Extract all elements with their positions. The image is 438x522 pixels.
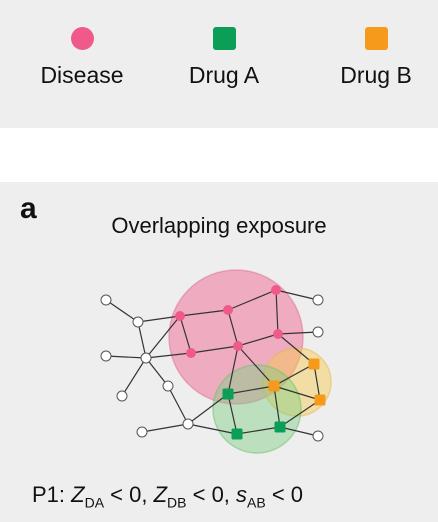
- network-node: [132, 316, 144, 328]
- network-edge: [227, 385, 275, 395]
- network-edge: [105, 355, 147, 359]
- network-node: [100, 294, 112, 306]
- network-edge: [179, 309, 229, 317]
- network-edge: [179, 315, 192, 354]
- disease-node: [175, 311, 185, 321]
- disease-node: [273, 329, 283, 339]
- network-edge: [275, 289, 319, 301]
- disease-node: [186, 348, 196, 358]
- network-node: [136, 426, 148, 438]
- panel-title: Overlapping exposure: [111, 213, 327, 238]
- network-node: [100, 350, 112, 362]
- network-node: [116, 390, 128, 402]
- network-edge: [277, 333, 315, 365]
- drug-a-node: [231, 428, 243, 440]
- drug-b-node: [314, 394, 326, 406]
- network-node: [162, 380, 174, 392]
- z-db-subscript: DB: [167, 494, 187, 511]
- condition-formula: P1: ZDA < 0, ZDB < 0, sAB < 0: [32, 482, 303, 510]
- drug-a-node: [274, 421, 286, 433]
- legend-panel: Disease Drug A Drug B: [0, 0, 438, 128]
- drug-a-node: [222, 388, 234, 400]
- network-edge: [145, 357, 169, 387]
- condition-prefix: P1:: [32, 482, 72, 507]
- panel-a: a Overlapping exposure P1: ZDA < 0, ZDB …: [0, 182, 438, 522]
- network-node: [140, 352, 152, 364]
- network-edge: [273, 385, 281, 428]
- network-node: [312, 430, 324, 442]
- network-edge: [273, 363, 315, 387]
- disease-node: [223, 305, 233, 315]
- z-da-relation: < 0,: [104, 482, 154, 507]
- network-edge: [236, 426, 281, 435]
- drug-a-marker-icon: [212, 27, 236, 50]
- network-edge: [237, 333, 279, 347]
- network-diagram: [100, 269, 332, 454]
- network-edge: [227, 289, 277, 311]
- network-edge: [277, 331, 319, 335]
- network-edge: [190, 345, 239, 354]
- z-da-symbol: Z: [71, 482, 85, 507]
- network-edge: [167, 385, 189, 425]
- drug-b-node: [308, 358, 320, 370]
- legend-item-drug-a: Drug A: [164, 27, 284, 89]
- network-edge: [137, 321, 147, 359]
- network-edge: [187, 423, 238, 435]
- disease-node: [271, 285, 281, 295]
- network-edge: [237, 345, 275, 387]
- z-db-relation: < 0,: [186, 482, 237, 507]
- legend-item-drug-b: Drug B: [316, 27, 436, 89]
- disease-marker-icon: [70, 27, 94, 50]
- z-da-subscript: DA: [84, 494, 105, 511]
- legend-label-disease: Disease: [40, 62, 124, 88]
- disease-node: [233, 341, 243, 351]
- legend-item-disease: Disease: [22, 27, 142, 89]
- panel-letter: a: [20, 192, 37, 225]
- network-edge: [279, 426, 319, 437]
- s-ab-subscript: AB: [247, 494, 266, 511]
- network-edge: [313, 363, 321, 401]
- network-edge: [227, 345, 239, 395]
- network-edge: [273, 385, 321, 401]
- z-db-symbol: Z: [153, 482, 168, 507]
- network-edge: [227, 393, 238, 435]
- network-edge: [227, 309, 239, 347]
- drug-b-node: [268, 380, 280, 392]
- network-node: [182, 418, 194, 430]
- network-edge: [145, 315, 181, 359]
- network-edge: [121, 357, 147, 397]
- network-edge: [137, 315, 181, 323]
- network-edge: [141, 423, 189, 433]
- network-edge: [145, 352, 192, 359]
- network-edge: [105, 299, 139, 323]
- drug-b-marker-icon: [364, 27, 388, 50]
- legend-label-drug-a: Drug A: [188, 62, 260, 88]
- network-node: [312, 294, 324, 306]
- s-ab-symbol: s: [236, 482, 248, 507]
- network-edge: [275, 289, 279, 335]
- network-edge: [187, 393, 229, 425]
- s-ab-relation: < 0: [265, 482, 304, 507]
- legend-label-drug-b: Drug B: [340, 62, 412, 88]
- network-node: [312, 326, 324, 338]
- network-edge: [279, 399, 321, 428]
